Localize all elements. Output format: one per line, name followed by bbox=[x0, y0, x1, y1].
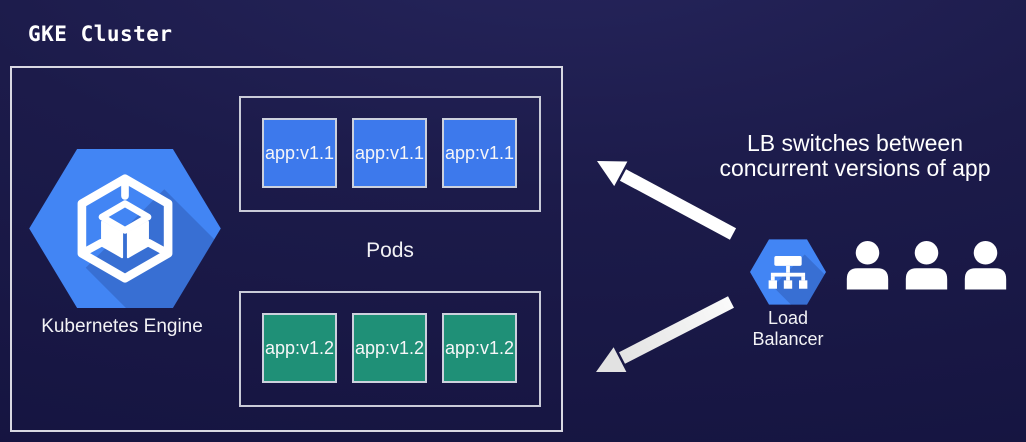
pod-group-v1-2: app:v1.2 app:v1.2 app:v1.2 bbox=[239, 291, 541, 407]
pod-v1-1: app:v1.1 bbox=[262, 118, 337, 188]
pod-v1-2: app:v1.2 bbox=[352, 313, 427, 383]
kubernetes-engine-icon bbox=[29, 149, 221, 308]
load-balancer-label-line2: Balancer bbox=[752, 329, 824, 349]
lb-annotation-line2: concurrent versions of app bbox=[719, 155, 991, 181]
gke-cluster-box bbox=[10, 66, 563, 432]
user-icon bbox=[846, 241, 889, 290]
lb-annotation: LB switches between concurrent versions … bbox=[685, 131, 1025, 181]
kubernetes-engine-label: Kubernetes Engine bbox=[41, 316, 203, 337]
pod-group-v1-1: app:v1.1 app:v1.1 app:v1.1 bbox=[239, 96, 541, 212]
pod-v1-2: app:v1.2 bbox=[442, 313, 517, 383]
load-balancer-label: Load Balancer bbox=[738, 308, 838, 350]
lb-to-v2-pods-arrow bbox=[596, 296, 734, 372]
lb-annotation-line1: LB switches between bbox=[746, 130, 964, 156]
diagram-title: GKE Cluster bbox=[28, 22, 173, 46]
user-icon bbox=[905, 241, 948, 290]
pod-v1-1: app:v1.1 bbox=[352, 118, 427, 188]
pods-label: Pods bbox=[366, 239, 414, 262]
user-icon bbox=[964, 241, 1007, 290]
pod-v1-1: app:v1.1 bbox=[442, 118, 517, 188]
load-balancer-label-line1: Load bbox=[767, 308, 809, 328]
users-group bbox=[844, 240, 1009, 290]
load-balancer-icon bbox=[750, 239, 826, 305]
network-tree-glyph bbox=[768, 256, 808, 289]
pod-v1-2: app:v1.2 bbox=[262, 313, 337, 383]
